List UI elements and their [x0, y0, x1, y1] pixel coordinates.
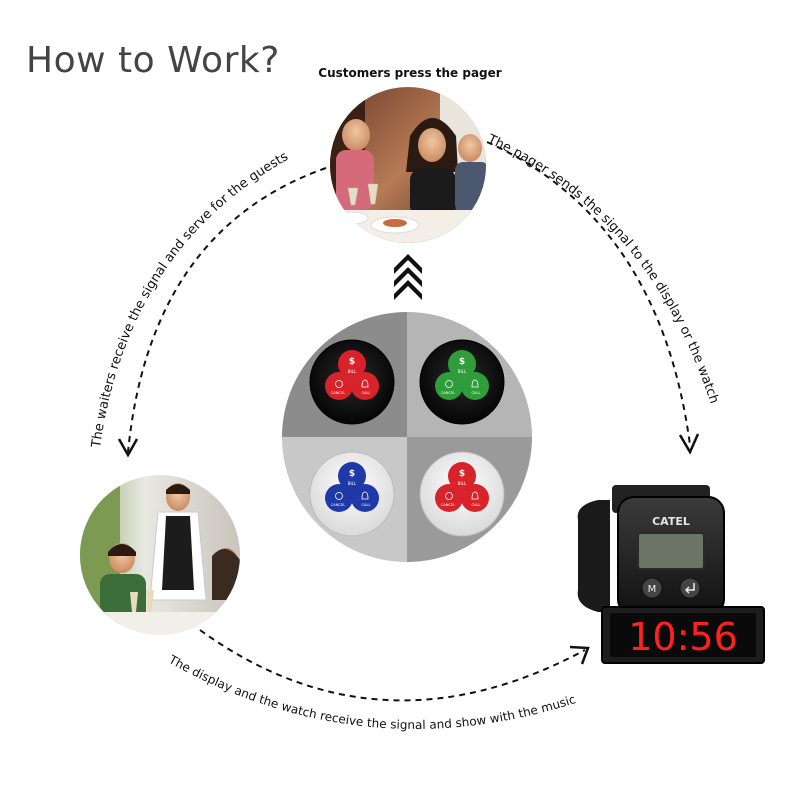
led-clock-display: 10:56: [601, 606, 765, 664]
watch-brand: CATEL: [652, 515, 690, 528]
arrowhead-bottom: [569, 645, 590, 665]
pager-cancel-label: CANCEL: [331, 391, 345, 395]
up-chevron-icon: [394, 254, 422, 300]
dollar-icon: $: [349, 469, 355, 479]
pager-1: $ BILL CANCEL CALL: [309, 339, 395, 425]
page-title: How to Work?: [26, 40, 280, 81]
pager-cancel-label: CANCEL: [441, 391, 455, 395]
dollar-icon: $: [349, 357, 355, 367]
watch-lcd-screen: [637, 532, 705, 570]
pager-call-label: CALL: [472, 391, 481, 395]
pager-call-label: CALL: [362, 391, 371, 395]
step-label-left: The waiters receive the signal and serve…: [89, 149, 291, 449]
arrowhead-left: [117, 438, 139, 458]
pager-bill-label: BILL: [458, 481, 467, 486]
dollar-icon: $: [459, 357, 465, 367]
pager-cancel-label: CANCEL: [441, 503, 455, 507]
arc-left: [127, 167, 327, 453]
svg-text:M: M: [648, 584, 657, 595]
pager-call-label: CALL: [472, 503, 481, 507]
bell-icon: [361, 491, 369, 500]
arrowhead-right: [678, 433, 700, 455]
pager-cancel-label: CANCEL: [331, 503, 345, 507]
arc-right: [486, 141, 691, 446]
cancel-icon: [335, 380, 343, 388]
pager-3: $ BILL CANCEL CALL: [309, 451, 395, 537]
pager-2: $ BILL CANCEL CALL: [419, 339, 505, 425]
pager-watch: CATEL M: [577, 485, 725, 616]
clock-time: 10:56: [628, 615, 738, 659]
menu-button-icon[interactable]: [641, 577, 663, 599]
pager-bill-label: BILL: [458, 369, 467, 374]
pager-4: $ BILL CANCEL CALL: [419, 451, 505, 537]
pagers-layer: $ BILL CANCEL CALL $ BILL CANCEL CALL $ BILL CANCE…: [309, 339, 505, 537]
step-label-right: The pager sends the signal to the displa…: [484, 132, 721, 406]
bell-icon: [471, 379, 479, 388]
bell-icon: [361, 379, 369, 388]
pager-bill-label: BILL: [348, 369, 357, 374]
step-label-top: Customers press the pager: [318, 66, 502, 80]
bell-icon: [471, 491, 479, 500]
step-label-bottom: The display and the watch receive the si…: [166, 652, 578, 732]
arc-bottom: [199, 629, 586, 702]
waiter-serving-photo: [80, 475, 240, 635]
cancel-icon: [445, 492, 453, 500]
pager-collection: [282, 312, 532, 562]
pager-call-label: CALL: [362, 503, 371, 507]
dollar-icon: $: [459, 469, 465, 479]
cancel-icon: [335, 492, 343, 500]
pager-bill-label: BILL: [348, 481, 357, 486]
enter-button-icon[interactable]: [679, 577, 701, 599]
cancel-icon: [445, 380, 453, 388]
restaurant-customers-photo: [330, 87, 486, 243]
